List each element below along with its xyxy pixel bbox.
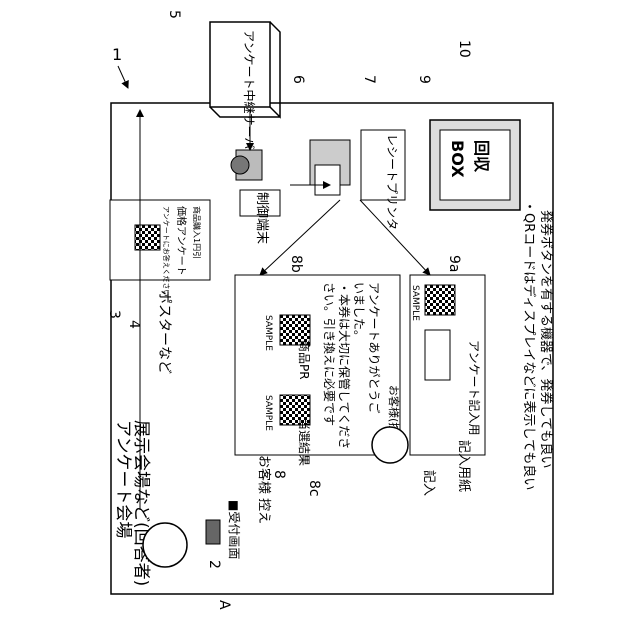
collection-box: 回収 BOX: [430, 120, 520, 210]
venue-title-line2: 展示会場など(回答者): [131, 420, 151, 586]
receipt-line3: ・本券は大切に保管してくださ: [337, 282, 352, 449]
ref-server: 5: [166, 10, 182, 19]
entry-form-qr-sample: SAMPLE: [410, 285, 420, 321]
poster-title: 価格アンケート: [175, 206, 188, 276]
note-line1: ・QRコードはディスプレイなどに表示しても良い: [521, 200, 537, 490]
ref-receipt-qr-result: 8b: [288, 255, 304, 273]
ref-respondent: A: [216, 600, 232, 610]
entry-form-field: [425, 330, 450, 380]
ref-receipt: 8: [271, 470, 287, 479]
entry-form-action: 記入: [421, 470, 437, 496]
ref-system: 1: [112, 45, 122, 64]
poster-caption: ポスターなど: [156, 290, 172, 374]
poster-small-text: アンケートにお答えください: [162, 206, 171, 297]
ref-system-arrow: [118, 66, 128, 88]
rotated-layer: アンケート会場 展示会場など(回答者) アンケート中継サーバ 5 制御端末 6 …: [106, 10, 554, 610]
relay-server: アンケート中継サーバ: [210, 22, 280, 149]
smartphone-screen-label: ■受付画面: [227, 500, 241, 559]
ref-box: 10: [456, 40, 472, 58]
receipt-qr-result-sample: SAMPLE: [263, 395, 273, 431]
ref-control-terminal: 6: [290, 75, 306, 84]
note-line2: 発券ボタンを有する機器で、発券しても良い: [538, 210, 554, 468]
poster: 商品購入1円引 価格アンケート アンケートにお答えください: [110, 200, 210, 297]
receipt-line1: アンケートありがとうご: [367, 282, 382, 414]
ref-form-qr: 9a: [446, 255, 462, 273]
poster-badge: 商品購入1円引: [192, 206, 202, 259]
receipt-qr-product-sample: SAMPLE: [263, 315, 273, 351]
receipt-qr-product-label: 商品PR: [297, 340, 312, 380]
poster-qr: [135, 225, 160, 250]
printer-label: レシートプリンタ: [385, 134, 399, 230]
receipt-caption: お客様 控え: [256, 455, 272, 524]
ref-poster: 3: [106, 310, 122, 319]
box-label-line2: BOX: [448, 140, 467, 178]
receipt-qr-result-label: 当選結果: [297, 418, 311, 466]
entry-form-title: アンケート記入用: [467, 340, 482, 436]
control-terminal-label: 制御端末: [254, 192, 269, 244]
receipt-line4: さい。引き換えに必要です: [322, 282, 336, 426]
entry-form-qr: [425, 285, 455, 315]
smartphone: ■受付画面: [206, 500, 241, 559]
entry-form: アンケート記入用 SAMPLE: [410, 275, 485, 455]
entry-form-caption: 記入用紙: [456, 440, 472, 492]
box-label-line1: 回収: [472, 140, 491, 173]
venue-title-line1: アンケート会場: [113, 420, 133, 538]
ref-entry-form: 9: [416, 75, 432, 84]
ref-printer: 7: [361, 75, 377, 84]
control-terminal: 制御端末: [231, 150, 280, 244]
ref-receipt-qr-product: 8c: [306, 480, 322, 497]
receipt-line2: いました。: [352, 282, 366, 342]
ref-smartphone: 2: [206, 560, 222, 569]
